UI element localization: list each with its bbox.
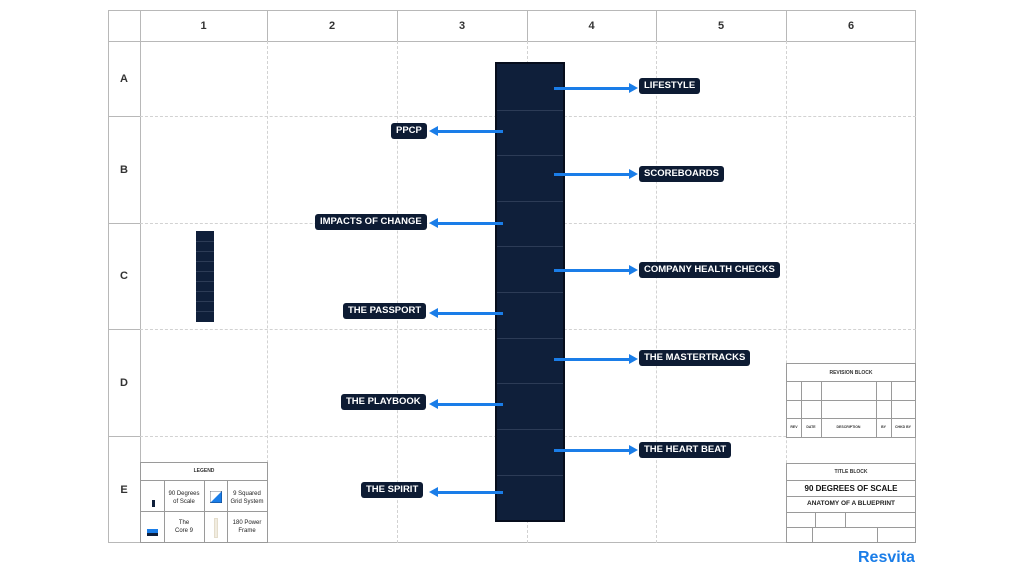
row-divider: [108, 436, 140, 437]
core-icon: [147, 523, 158, 536]
tower-segment: [497, 475, 563, 476]
col-divider: [267, 10, 268, 41]
mini-tower-segment: [196, 261, 214, 262]
arrow-right-icon: [554, 83, 638, 93]
tower-segment: [497, 383, 563, 384]
mini-tower-segment: [196, 251, 214, 252]
title-block-heading: 90 DEGREES OF SCALE: [804, 484, 898, 493]
arrow-left-icon: [429, 487, 503, 497]
label-the-spirit: THE SPIRIT: [361, 482, 424, 498]
col-divider: [397, 10, 398, 41]
column-header-6: 6: [847, 19, 855, 32]
blueprint-frame: [108, 10, 916, 543]
tower-segment: [497, 338, 563, 339]
legend-title: LEGEND: [193, 468, 215, 474]
row-divider: [108, 116, 140, 117]
grid-line: [656, 41, 657, 543]
arrow-left-icon: [429, 308, 503, 318]
row-header-b: B: [120, 163, 128, 176]
header-row-divider: [108, 41, 916, 42]
frame-icon: [214, 518, 218, 538]
label-impacts-of-change: IMPACTS OF CHANGE: [315, 214, 427, 230]
title-block-subheading: ANATOMY OF A BLUEPRINT: [807, 500, 895, 507]
main-tower: [495, 62, 565, 522]
tower-segment: [497, 246, 563, 247]
title-block-title: TITLE BLOCK: [834, 469, 868, 475]
revision-block: REVISION BLOCK REV DATE DESCRIPTION BY C…: [786, 363, 916, 438]
label-the-playbook: THE PLAYBOOK: [341, 394, 426, 410]
grid-icon: [209, 490, 223, 504]
label-company-health-checks: COMPANY HEALTH CHECKS: [639, 262, 780, 278]
row-header-d: D: [120, 376, 128, 389]
arrow-left-icon: [429, 126, 503, 136]
brand-logo: Resvita: [858, 549, 915, 566]
tower-icon: [152, 500, 155, 507]
tower-segment: [497, 292, 563, 293]
revision-block-title: REVISION BLOCK: [829, 370, 873, 376]
revision-col-description: DESCRIPTION: [836, 425, 861, 429]
header-column-divider: [140, 10, 141, 543]
title-block: TITLE BLOCK 90 DEGREES OF SCALE ANATOMY …: [786, 463, 916, 543]
revision-col-chkd-by: CHKD BY: [895, 425, 911, 429]
arrow-left-icon: [429, 399, 503, 409]
mini-tower-segment: [196, 311, 214, 312]
column-header-4: 4: [588, 19, 595, 32]
col-divider: [656, 10, 657, 41]
revision-col-rev: REV: [790, 425, 798, 429]
mini-tower-segment: [196, 281, 214, 282]
label-the-heart-beat: THE HEART BEAT: [639, 442, 732, 458]
tower-segment: [497, 155, 563, 156]
row-header-c: C: [120, 270, 128, 282]
tower-segment: [497, 201, 563, 202]
tower-segment: [497, 429, 563, 430]
row-header-a: A: [120, 72, 128, 85]
row-divider: [108, 329, 140, 330]
grid-line: [786, 41, 787, 543]
label-lifestyle: LIFESTYLE: [639, 78, 701, 94]
label-the-mastertracks: THE MASTERTRACKS: [639, 350, 751, 366]
arrow-right-icon: [554, 445, 638, 455]
column-header-3: 3: [458, 19, 466, 32]
label-scoreboards: SCOREBOARDS: [639, 166, 724, 182]
label-the-passport: THE PASSPORT: [343, 303, 427, 319]
tower-segment: [497, 110, 563, 111]
row-header-e: E: [120, 483, 128, 496]
column-header-1: 1: [200, 19, 207, 32]
column-header-5: 5: [717, 19, 725, 32]
mini-tower: [196, 231, 214, 322]
grid-line: [267, 41, 268, 543]
arrow-right-icon: [554, 265, 638, 275]
revision-col-date: DATE: [806, 425, 816, 429]
row-divider: [108, 223, 140, 224]
mini-tower-segment: [196, 301, 214, 302]
grid-line: [397, 41, 398, 543]
arrow-right-icon: [554, 169, 638, 179]
column-header-2: 2: [328, 19, 336, 32]
mini-tower-segment: [196, 291, 214, 292]
arrow-right-icon: [554, 354, 638, 364]
revision-col-by: BY: [881, 425, 886, 429]
label-ppcp: PPCP: [391, 123, 427, 139]
mini-tower-segment: [196, 241, 214, 242]
col-divider: [527, 10, 528, 41]
mini-tower-segment: [196, 271, 214, 272]
arrow-left-icon: [429, 218, 503, 228]
col-divider: [786, 10, 787, 41]
